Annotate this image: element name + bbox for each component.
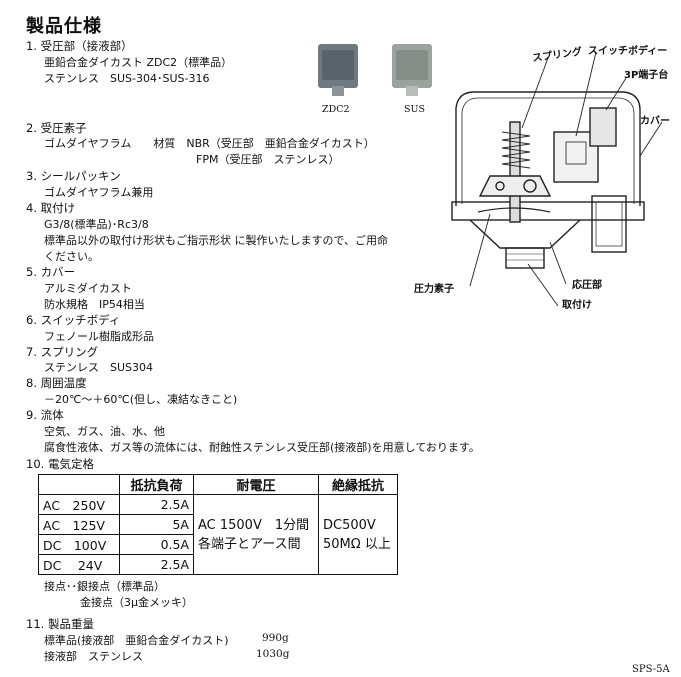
label-terminal: 3P端子台: [624, 70, 669, 81]
section-1-line-2: ステンレス SUS-304･SUS-316: [44, 72, 210, 85]
withstand-line-2: 各端子とアース間: [198, 536, 301, 552]
section-7-line-1: ステンレス SUS304: [44, 361, 154, 374]
section-2-heading: 2. 受圧素子: [26, 121, 87, 135]
table-header-insulation: 絶縁抵抗: [318, 474, 398, 495]
rating-voltage: DC 100V: [38, 534, 120, 555]
label-switch-body: スイッチボディー: [588, 46, 668, 57]
rating-amp: 5A: [119, 514, 194, 535]
insulation-cell: DC500V 50MΩ 以上: [318, 494, 398, 575]
zdc2-caption: ZDC2: [322, 104, 350, 115]
rating-amp: 2.5A: [119, 494, 194, 515]
document-code: SPS-5A: [632, 664, 670, 675]
section-11-heading: 11. 製品重量: [26, 617, 94, 631]
contacts-line-1: 接点･･銀接点（標準品）: [44, 580, 165, 593]
table-header-withstand-voltage: 耐電圧: [193, 474, 319, 495]
table-header-resistive-load: 抵抗負荷: [119, 474, 194, 495]
section-1-heading: 1. 受圧部（接液部）: [26, 39, 133, 53]
section-11-line-1: 標準品(接液部 亜鉛合金ダイカスト): [44, 634, 229, 647]
insulation-line-1: DC500V: [323, 517, 376, 533]
sus-photo: [392, 44, 432, 96]
section-3-line-1: ゴムダイヤフラム兼用: [44, 186, 154, 199]
weight-standard: 990g: [262, 632, 289, 644]
section-3-heading: 3. シールパッキン: [26, 169, 121, 183]
rating-amp: 2.5A: [119, 554, 194, 575]
section-4-line-2: 標準品以外の取付け形状もご指示形状 に製作いたしますので、ご用命: [44, 234, 389, 247]
section-5-heading: 5. カバー: [26, 265, 76, 279]
table-header-blank: [38, 474, 120, 495]
section-4-line-3: ください。: [44, 250, 99, 263]
label-pressure-part: 応圧部: [572, 280, 602, 291]
insulation-line-2: 50MΩ 以上: [323, 536, 391, 552]
label-pressure-element: 圧力素子: [414, 284, 454, 295]
section-9-line-2: 腐食性液体、ガス等の流体には、耐蝕性ステンレス受圧部(接液部)を用意しております…: [44, 441, 480, 454]
rating-voltage: AC 125V: [38, 514, 120, 535]
rating-voltage: AC 250V: [38, 494, 120, 515]
section-1-line-1: 亜鉛合金ダイカスト ZDC2（標準品）: [44, 56, 233, 69]
section-4-heading: 4. 取付け: [26, 201, 76, 215]
section-10-heading: 10. 電気定格: [26, 457, 94, 471]
contacts-line-2: 金接点（3μ金メッキ）: [80, 596, 193, 609]
section-2-line-2: FPM（受圧部 ステンレス）: [196, 153, 340, 166]
page-title: 製品仕様: [26, 16, 102, 37]
section-8-line-1: －20℃～＋60℃(但し、凍結なきこと): [44, 393, 238, 406]
withstand-voltage-cell: AC 1500V 1分間 各端子とアース間: [193, 494, 319, 575]
section-7-heading: 7. スプリング: [26, 345, 99, 359]
section-6-heading: 6. スイッチボディ: [26, 313, 121, 327]
section-2-line-1: ゴムダイヤフラム 材質 NBR（受圧部 亜鉛合金ダイカスト）: [44, 137, 375, 150]
weight-stainless: 1030g: [256, 648, 290, 660]
table-row: AC 125V 5A: [38, 514, 398, 535]
section-6-line-1: フェノール樹脂成形品: [44, 330, 154, 343]
sus-caption: SUS: [404, 104, 426, 115]
withstand-line-1: AC 1500V 1分間: [198, 517, 310, 533]
table-row: DC 24V 2.5A: [38, 554, 398, 575]
label-mount: 取付け: [562, 300, 592, 311]
rating-amp: 0.5A: [119, 534, 194, 555]
section-8-heading: 8. 周囲温度: [26, 376, 87, 390]
section-5-line-2: 防水規格 IP54相当: [44, 298, 145, 311]
rating-voltage: DC 24V: [38, 554, 120, 575]
section-11-line-2: 接液部 ステンレス: [44, 650, 143, 663]
electrical-rating-table: 抵抗負荷 耐電圧 絶縁抵抗 AC 250V 2.5A AC 1500V 1分間 …: [38, 474, 398, 575]
table-row: AC 250V 2.5A AC 1500V 1分間 各端子とアース間 DC500…: [38, 494, 398, 575]
section-5-line-1: アルミダイカスト: [44, 282, 132, 295]
zdc2-photo: [318, 44, 358, 96]
section-9-heading: 9. 流体: [26, 408, 64, 422]
label-cover: カバー: [640, 116, 670, 127]
section-9-line-1: 空気、ガス、油、水、他: [44, 425, 165, 438]
section-4-line-1: G3/8(標準品)･Rc3/8: [44, 218, 149, 231]
pressure-switch-cross-section-diagram: [451, 51, 663, 307]
